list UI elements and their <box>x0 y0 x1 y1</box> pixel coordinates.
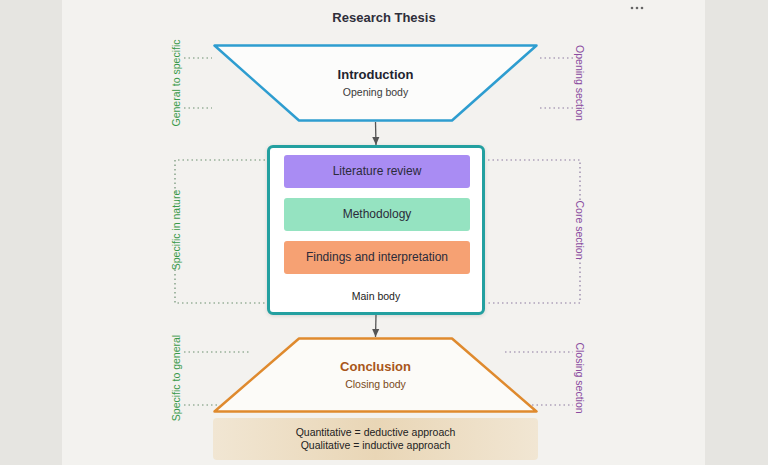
text-holder: Findings and interpretation <box>284 241 470 274</box>
section-box: Literature review <box>284 155 470 188</box>
node-subtext: Qualitative = inductive approach <box>301 439 451 452</box>
node-subtext: Opening body <box>343 86 408 99</box>
node-heading: Literature review <box>333 164 422 179</box>
trapezoid-outline <box>213 44 538 122</box>
flow-arrow <box>375 315 377 337</box>
section-label: Specific in nature <box>170 190 182 271</box>
text-holder: IntroductionOpening body <box>213 44 538 122</box>
section-box: Methodology <box>284 198 470 231</box>
text-holder: ConclusionClosing body <box>213 337 538 413</box>
text-holder: Literature review <box>284 155 470 188</box>
node-heading: Findings and interpretation <box>306 250 448 265</box>
node-heading: Main body <box>352 290 400 303</box>
text-holder: Quantitative = deductive approachQualita… <box>213 418 538 460</box>
approach-band: Quantitative = deductive approachQualita… <box>213 418 538 460</box>
section-label: General to specific <box>170 40 182 127</box>
section-box: Findings and interpretation <box>284 241 470 274</box>
flow-arrow <box>375 122 377 145</box>
right-brackets <box>488 58 580 405</box>
section-label: Specific to general <box>170 335 182 421</box>
node-heading: Conclusion <box>340 359 411 375</box>
main-body-box: Main body Literature reviewMethodologyFin… <box>267 145 485 315</box>
text-holder: Methodology <box>284 198 470 231</box>
node-heading: Methodology <box>343 207 412 222</box>
node-heading: Introduction <box>338 67 414 83</box>
section-label: Core section <box>574 201 586 260</box>
diagram-title: Research Thesis <box>0 10 768 25</box>
left-brackets <box>175 58 265 405</box>
trapezoid-outline <box>213 337 538 413</box>
section-label: Closing section <box>574 342 586 413</box>
node-subtext: Closing body <box>345 378 406 391</box>
closing-trapezoid: ConclusionClosing body <box>213 337 538 413</box>
menu-dots <box>631 7 644 10</box>
section-label: Opening section <box>574 45 586 121</box>
text-holder: Main body <box>270 290 482 303</box>
opening-trapezoid: IntroductionOpening body <box>213 44 538 122</box>
node-heading: Quantitative = deductive approach <box>296 426 456 439</box>
